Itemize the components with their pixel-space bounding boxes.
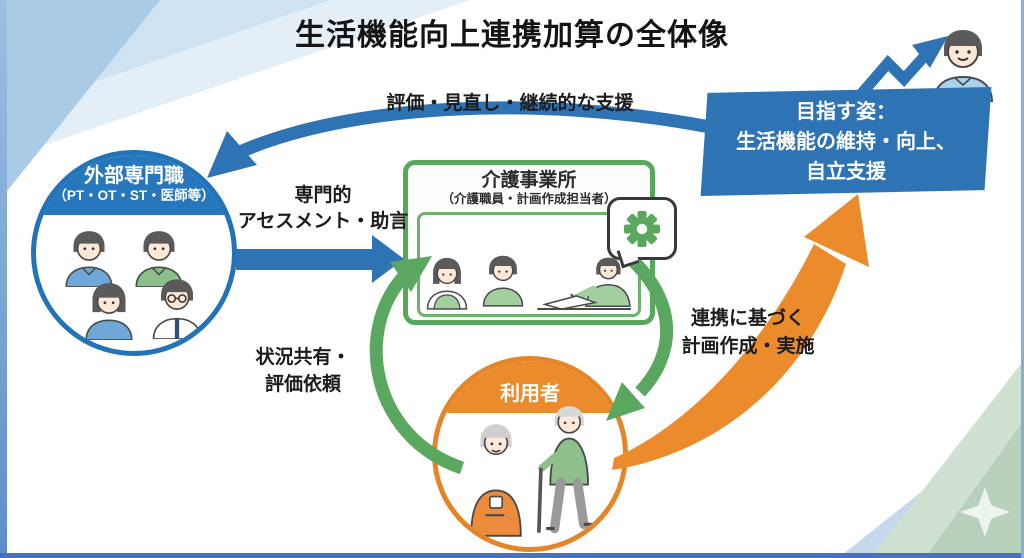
- node-external-professionals: 外部専門職 （PT・OT・ST・医師等）: [31, 150, 237, 356]
- gear-icon: [624, 210, 660, 247]
- slide-edge-left: [0, 0, 7, 558]
- care-office-subtitle: （介護職員・計画作成担当者）: [441, 192, 617, 206]
- goal-line2: 生活機能の維持・向上、: [736, 130, 956, 153]
- care-worker-woman-icon: [426, 257, 468, 310]
- page-title: 生活機能向上連携加算の全体像: [295, 19, 729, 52]
- label-status-share: 状況共有・ 評価依頼: [255, 347, 351, 395]
- care-worker-man-icon: [482, 255, 524, 307]
- elderly-man-with-cane-icon: [537, 406, 594, 534]
- care-office-title: 介護事業所: [481, 170, 577, 191]
- nurse-icon: [85, 283, 133, 340]
- external-professionals-subtitle: （PT・OT・ST・医師等）: [53, 188, 215, 203]
- slide-edge-bottom: [0, 553, 1024, 558]
- external-professionals-header: 外部専門職 （PT・OT・ST・医師等）: [36, 155, 232, 215]
- label-evaluation: 評価・見直し・継続的な支援: [386, 93, 634, 114]
- arrow-assessment: [236, 235, 404, 283]
- node-service-user: 利用者: [432, 356, 628, 552]
- node-goal: 目指す姿： 生活機能の維持・向上、 自立支援: [700, 86, 992, 197]
- doctor-icon: [152, 279, 202, 339]
- service-user-header: 利用者: [437, 361, 623, 413]
- elderly-woman-icon: [470, 424, 522, 537]
- label-assessment: 専門的 アセスメント・助言: [237, 185, 409, 232]
- gear-speech-bubble: [607, 197, 677, 269]
- goal-line1: 目指す姿：: [796, 100, 896, 123]
- external-professionals-title: 外部専門職: [84, 165, 184, 187]
- improving-person-icon: [932, 30, 994, 102]
- goal-line3: 自立支援: [806, 160, 886, 183]
- therapist-blue-icon: [65, 231, 113, 287]
- label-plan: 連携に基づく 計画作成・実施: [681, 308, 815, 357]
- service-user-title: 利用者: [500, 383, 560, 405]
- slide-edge-right: [1021, 0, 1024, 558]
